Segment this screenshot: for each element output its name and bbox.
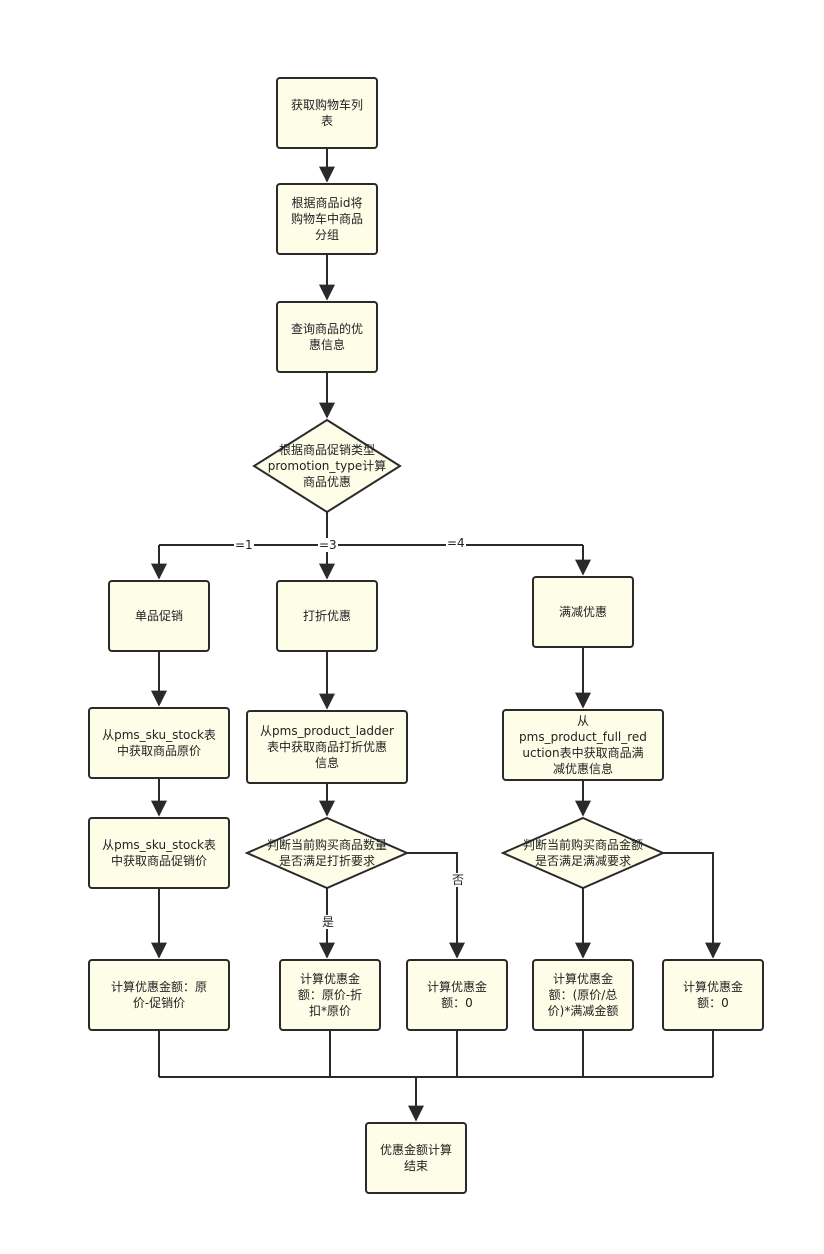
- edge-full-no: [663, 852, 721, 959]
- decision-type-label: 根据商品促销类型 promotion_type计算 商品优惠: [267, 443, 387, 489]
- decision-full-decision-shape: [500, 816, 666, 890]
- end-label: 优惠金额计算 结束: [379, 1143, 452, 1173]
- get-ladder-box: [246, 710, 408, 784]
- get-cart-label: 获取购物车列 表: [290, 98, 363, 128]
- edge-label-type-eq-3: =3: [318, 538, 338, 552]
- calc-ladder-label: 计算优惠金 额：原价-折 扣*原价: [297, 972, 363, 1018]
- calc-full-label: 计算优惠金 额：(原价/总 价)*满减金额: [547, 972, 619, 1018]
- get-full-reduction-label: 从 pms_product_full_red uction表中获取商品满 减优惠…: [519, 714, 647, 776]
- full-reduction-promo-label: 满减优惠: [558, 605, 607, 619]
- calc-ladder-zero-label: 计算优惠金 额：0: [426, 980, 487, 1010]
- calc-single-label: 计算优惠金额：原 价-促销价: [110, 980, 207, 1010]
- get-promo-price-box: [88, 817, 230, 889]
- get-promo-price-label: 从pms_sku_stock表 中获取商品促销价: [102, 838, 216, 868]
- query-promo-box: [276, 301, 378, 373]
- get-full-reduction-box: [502, 709, 664, 781]
- discount-promo-label: 打折优惠: [302, 609, 351, 623]
- calc-full-zero-box: [662, 959, 764, 1031]
- decision-ladder-label: 判断当前购买商品数量 是否满足打折要求: [266, 838, 387, 868]
- calc-full-zero-label: 计算优惠金 额：0: [682, 980, 743, 1010]
- edge-label-type-eq-4: =4: [446, 536, 466, 550]
- calc-ladder-zero-box: [406, 959, 508, 1031]
- end-box: [365, 1122, 467, 1194]
- single-promo-label: 单品促销: [134, 609, 183, 623]
- edge-ladder-no: [407, 852, 465, 959]
- decision-type-decision-shape: [252, 418, 402, 514]
- get-cart-box: [276, 77, 378, 149]
- edge-label-ladder-yes: 是: [321, 915, 336, 929]
- discount-promo-box: [276, 580, 378, 652]
- group-by-id-box: [276, 183, 378, 255]
- calc-single-box: [88, 959, 230, 1031]
- decision-full-label: 判断当前购买商品金额 是否满足满减要求: [522, 838, 643, 868]
- query-promo-label: 查询商品的优 惠信息: [290, 322, 363, 352]
- get-orig-price-label: 从pms_sku_stock表 中获取商品原价: [102, 728, 216, 758]
- edge-label-type-eq-1: =1: [234, 538, 254, 552]
- get-ladder-label: 从pms_product_ladder 表中获取商品打折优惠 信息: [260, 724, 394, 770]
- single-promo-box: [108, 580, 210, 652]
- full-reduction-promo-box: [532, 576, 634, 648]
- edge-label-ladder-no: 否: [451, 873, 466, 887]
- calc-full-box: [532, 959, 634, 1031]
- get-orig-price-box: [88, 707, 230, 779]
- decision-ladder-decision-shape: [244, 816, 410, 890]
- calc-ladder-box: [279, 959, 381, 1031]
- group-by-id-label: 根据商品id将 购物车中商品 分组: [290, 196, 363, 242]
